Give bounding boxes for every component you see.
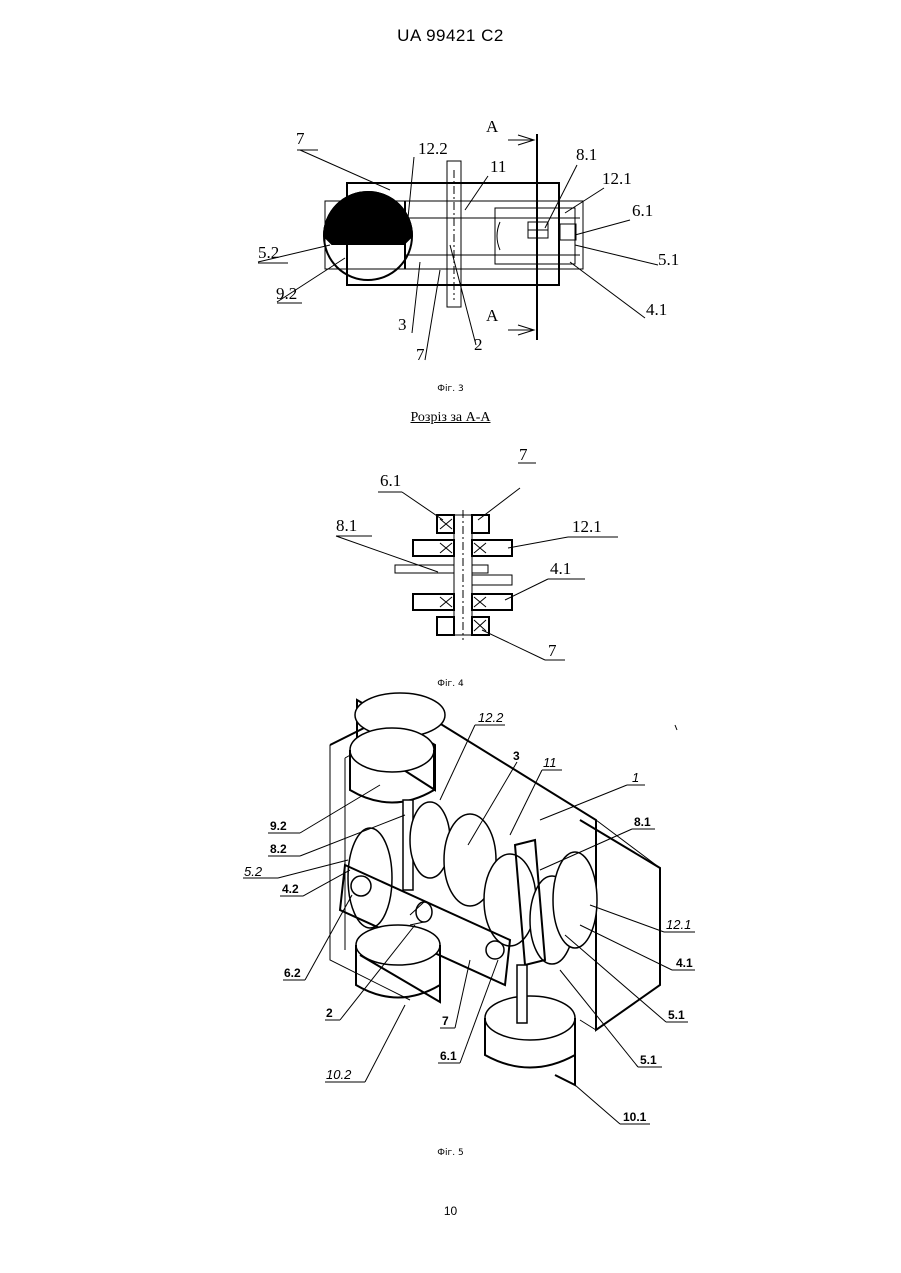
- fig5-label-3: 3: [513, 749, 520, 763]
- fig5-label-4-2: 4.2: [282, 882, 299, 896]
- fig5-label-8-2: 8.2: [270, 842, 287, 856]
- fig4-caption: Фіг. 4: [0, 679, 901, 689]
- figure-4-drawing: 7 6.1 8.1 12.1 4.1 7: [336, 445, 618, 660]
- section-title: Розріз за А-А: [0, 410, 901, 426]
- fig4-label-8-1: 8.1: [336, 516, 357, 535]
- fig5-label-7: 7: [442, 1014, 449, 1028]
- fig5-label-12-2: 12.2: [478, 710, 504, 725]
- fig3-label-4-1: 4.1: [646, 300, 667, 319]
- fig5-label-5-1-upper: 5.1: [668, 1008, 685, 1022]
- section-mark-top: A: [486, 117, 499, 136]
- fig5-label-10-2: 10.2: [326, 1067, 352, 1082]
- fig4-label-7-bottom: 7: [548, 641, 557, 660]
- fig5-label-4-1: 4.1: [676, 956, 693, 970]
- fig5-label-8-1: 8.1: [634, 815, 651, 829]
- fig3-label-9-2: 9.2: [276, 284, 297, 303]
- fig4-label-7-top: 7: [519, 445, 528, 464]
- fig5-label-5-1-lower: 5.1: [640, 1053, 657, 1067]
- fig5-label-11: 11: [543, 755, 557, 770]
- fig5-label-2: 2: [326, 1006, 333, 1020]
- fig4-label-12-1: 12.1: [572, 517, 602, 536]
- fig5-label-1: 1: [632, 770, 639, 785]
- fig3-label-11: 11: [490, 157, 506, 176]
- fig3-label-6-1: 6.1: [632, 201, 653, 220]
- figure-5-drawing: 12.2 3 11 1 9.2 8.2 5.2 4.2 8.1 12.1 4.1…: [243, 693, 695, 1124]
- fig5-label-9-2: 9.2: [270, 819, 287, 833]
- fig3-label-5-2: 5.2: [258, 243, 279, 262]
- fig3-label-12-1: 12.1: [602, 169, 632, 188]
- fig3-label-7-top: 7: [296, 129, 305, 148]
- figure-3-drawing: A A 7 12.2 11 8.1 12.1 6.1 5.2: [258, 117, 679, 364]
- fig5-label-6-1: 6.1: [440, 1049, 457, 1063]
- fig3-label-8-1: 8.1: [576, 145, 597, 164]
- page-number: 10: [0, 1204, 901, 1218]
- fig5-label-6-2: 6.2: [284, 966, 301, 980]
- fig5-label-5-2: 5.2: [244, 864, 263, 879]
- fig5-label-10-1: 10.1: [623, 1110, 647, 1124]
- fig5-label-12-1: 12.1: [666, 917, 691, 932]
- fig3-caption: Фіг. 3: [0, 384, 901, 394]
- fig3-label-2: 2: [474, 335, 483, 354]
- section-mark-bottom: A: [486, 306, 499, 325]
- fig3-label-3: 3: [398, 315, 407, 334]
- fig3-label-5-1: 5.1: [658, 250, 679, 269]
- fig4-label-6-1: 6.1: [380, 471, 401, 490]
- fig3-label-12-2: 12.2: [418, 139, 448, 158]
- fig3-label-7-bottom: 7: [416, 345, 425, 364]
- fig5-caption: Фіг. 5: [0, 1148, 901, 1158]
- fig4-label-4-1: 4.1: [550, 559, 571, 578]
